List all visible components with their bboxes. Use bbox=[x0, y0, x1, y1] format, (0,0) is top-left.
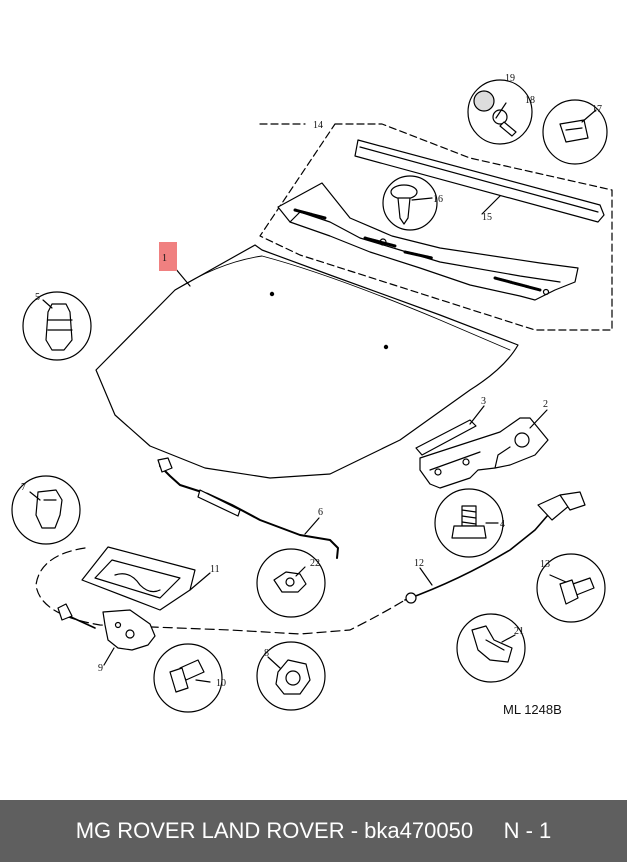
callout-15: 15 bbox=[482, 212, 492, 223]
part-circle-4 bbox=[434, 488, 504, 558]
callout-4: 4 bbox=[500, 519, 505, 530]
callout-1: 1 bbox=[162, 253, 167, 264]
grommet-nut bbox=[275, 659, 311, 695]
scuttle-group-dashed-outline bbox=[259, 123, 613, 331]
callout-5: 5 bbox=[35, 292, 40, 303]
callout-2: 2 bbox=[543, 399, 548, 410]
part-circle-16 bbox=[382, 175, 438, 231]
part-circle-8 bbox=[256, 641, 326, 711]
callout-10: 10 bbox=[216, 678, 226, 689]
callout-3: 3 bbox=[481, 396, 486, 407]
part-circle-13 bbox=[536, 553, 606, 623]
cable-clip bbox=[471, 625, 513, 663]
seal-clip bbox=[559, 119, 589, 143]
bonnet-seal-strip bbox=[354, 139, 605, 223]
drawing-code: ML 1248B bbox=[503, 702, 562, 717]
callout-8: 8 bbox=[264, 648, 269, 659]
footer-banner: MG ROVER LAND ROVER - bka470050 N - 1 bbox=[0, 800, 627, 862]
callout-19: 19 bbox=[505, 73, 515, 84]
screw-cap bbox=[473, 90, 495, 112]
bonnet-buffer bbox=[45, 303, 73, 351]
release-cable-assembly bbox=[404, 491, 586, 604]
bonnet-panel bbox=[95, 244, 519, 479]
bonnet-lock bbox=[57, 603, 156, 651]
callout-14: 14 bbox=[313, 120, 323, 131]
part-circle-17 bbox=[542, 99, 608, 165]
callout-22: 22 bbox=[310, 558, 320, 569]
bonnet-hinge bbox=[419, 417, 549, 489]
callout-16: 16 bbox=[433, 194, 443, 205]
trim-screw bbox=[492, 109, 517, 137]
hinge-bolt bbox=[451, 505, 487, 539]
callout-7: 7 bbox=[21, 482, 26, 493]
release-cable bbox=[157, 457, 339, 559]
part-circle-5 bbox=[22, 291, 92, 361]
lock-bolt bbox=[559, 577, 595, 605]
callout-6: 6 bbox=[318, 507, 323, 518]
callout-18: 18 bbox=[525, 95, 535, 106]
part-circle-10 bbox=[153, 643, 223, 713]
scuttle-panel bbox=[277, 182, 579, 301]
push-clip bbox=[390, 184, 418, 225]
release-cable-route bbox=[35, 547, 406, 635]
callout-9: 9 bbox=[98, 663, 103, 674]
callout-12: 12 bbox=[414, 558, 424, 569]
parts-diagram: 1 2 3 4 5 6 7 8 9 10 11 12 13 14 15 16 1… bbox=[11, 73, 613, 717]
part-circle-7 bbox=[11, 475, 81, 545]
callout-11: 11 bbox=[210, 564, 220, 575]
flange-nut bbox=[273, 571, 307, 593]
callout-1-highlight bbox=[159, 242, 177, 271]
callout-21: 21 bbox=[514, 626, 524, 637]
lock-fixing-bolt bbox=[169, 659, 205, 693]
prop-clip bbox=[35, 489, 63, 529]
callout-17: 17 bbox=[592, 104, 602, 115]
callout-13: 13 bbox=[540, 559, 550, 570]
hinge-shim bbox=[415, 419, 477, 456]
part-circle-22 bbox=[256, 548, 326, 618]
lock-plate bbox=[81, 546, 196, 611]
part-circle-19 bbox=[467, 79, 533, 145]
part-circle-21 bbox=[456, 613, 526, 683]
